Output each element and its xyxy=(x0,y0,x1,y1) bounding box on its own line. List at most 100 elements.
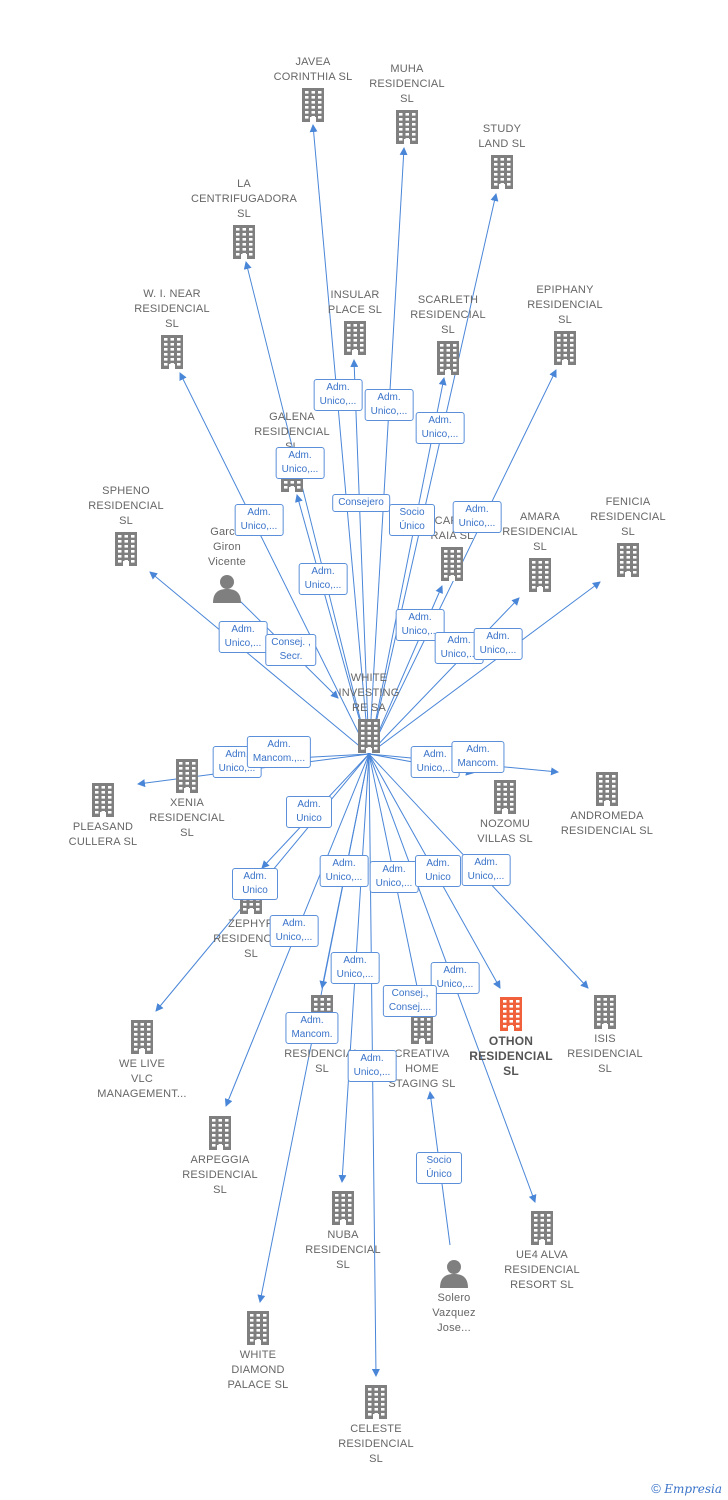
copyright-symbol: © xyxy=(651,1481,661,1496)
building-icon xyxy=(247,1311,269,1345)
edge-role-label[interactable]: Adm. Unico xyxy=(286,796,332,828)
edge-white_investing-to-muha xyxy=(368,147,408,755)
node-label: INSULAR PLACE SL xyxy=(327,289,383,316)
edge-role-label[interactable]: Adm. Unico,... xyxy=(234,504,284,536)
edge-role-label[interactable]: Consej. , Secr. xyxy=(265,634,317,666)
node-centrifugadora[interactable]: LA CENTRIFUGADORA SL xyxy=(189,177,299,259)
edge-white_investing-to-centrifugadora xyxy=(243,261,370,755)
edge-white_investing-to-fenicia xyxy=(368,581,601,755)
building-icon xyxy=(396,110,418,144)
node-white-investing[interactable]: WHITE INVESTING RE SA xyxy=(314,671,424,753)
edge-role-label[interactable]: Adm. Unico,... xyxy=(473,628,523,660)
node-arpeggia[interactable]: ARPEGGIA RESIDENCIAL SL xyxy=(165,1116,275,1198)
building-icon xyxy=(529,558,551,592)
node-fenicia[interactable]: FENICIA RESIDENCIAL SL xyxy=(573,495,683,577)
node-xenia[interactable]: XENIA RESIDENCIAL SL xyxy=(132,759,242,841)
node-nuba[interactable]: NUBA RESIDENCIAL SL xyxy=(288,1191,398,1273)
edge-role-label[interactable]: Adm. Unico,... xyxy=(364,389,414,421)
edge-role-label[interactable]: Socio Único xyxy=(416,1152,462,1184)
edge-role-label[interactable]: Adm. Mancom. xyxy=(451,741,505,773)
node-wi-near[interactable]: W. I. NEAR RESIDENCIAL SL xyxy=(117,287,227,369)
node-label: NUBA RESIDENCIAL SL xyxy=(305,1229,381,1271)
node-label: MUHA RESIDENCIAL SL xyxy=(369,63,445,105)
building-icon xyxy=(617,543,639,577)
node-label: ARPEGGIA RESIDENCIAL SL xyxy=(182,1154,258,1196)
edge-role-label[interactable]: Adm. Unico,... xyxy=(347,1050,397,1082)
node-label: ISIS RESIDENCIAL SL xyxy=(567,1033,643,1075)
edge-role-label[interactable]: Adm. Unico,... xyxy=(452,501,502,533)
node-celeste[interactable]: CELESTE RESIDENCIAL SL xyxy=(321,1385,431,1467)
edge-role-label[interactable]: Adm. Mancom. xyxy=(285,1012,339,1044)
node-label: Solero Vazquez Jose... xyxy=(432,1292,476,1334)
node-isis[interactable]: ISIS RESIDENCIAL SL xyxy=(550,995,660,1077)
edge-white_investing-to-amara xyxy=(368,597,520,755)
watermark: © Empresia xyxy=(651,1481,722,1496)
brand-name: Empresia xyxy=(664,1482,722,1496)
node-label: SCARLETH RESIDENCIAL SL xyxy=(410,294,486,336)
node-label: CREATIVA HOME STAGING SL xyxy=(388,1048,456,1090)
node-epiphany[interactable]: EPIPHANY RESIDENCIAL SL xyxy=(510,283,620,365)
building-icon xyxy=(92,783,114,817)
building-icon xyxy=(302,88,324,122)
node-amara[interactable]: AMARA RESIDENCIAL SL xyxy=(485,510,595,592)
node-label: EPIPHANY RESIDENCIAL SL xyxy=(527,284,603,326)
node-pleasand[interactable]: PLEASAND CULLERA SL xyxy=(48,783,158,850)
node-label: XENIA RESIDENCIAL SL xyxy=(149,797,225,839)
node-study[interactable]: STUDY LAND SL xyxy=(447,122,557,189)
building-icon xyxy=(344,321,366,355)
node-label: UE4 ALVA RESIDENCIAL RESORT SL xyxy=(504,1249,580,1291)
node-spheno[interactable]: SPHENO RESIDENCIAL SL xyxy=(71,484,181,566)
edge-role-label[interactable]: Adm. Unico,... xyxy=(410,746,460,778)
node-scaraia[interactable]: SCARAIA RAIA SL xyxy=(397,514,507,581)
edge-role-label[interactable]: Adm. Unico,... xyxy=(430,962,480,994)
node-label: STUDY LAND SL xyxy=(478,123,526,150)
node-muha[interactable]: MUHA RESIDENCIAL SL xyxy=(352,62,462,144)
node-creativa[interactable]: CREATIVA HOME STAGING SL xyxy=(367,1010,477,1092)
node-nozomu[interactable]: NOZOMU VILLAS SL xyxy=(450,780,560,847)
edge-role-label[interactable]: Adm. Unico,... xyxy=(275,447,325,479)
edge-role-label[interactable]: Adm. Mancom.,... xyxy=(246,736,312,768)
node-label: OTHON RESIDENCIAL SL xyxy=(469,1034,553,1078)
node-label: LA CENTRIFUGADORA SL xyxy=(190,178,298,220)
building-icon xyxy=(131,1020,153,1054)
edge-role-label[interactable]: Adm. Unico,... xyxy=(313,379,363,411)
edge-role-label[interactable]: Socio Único xyxy=(389,504,435,536)
node-solero[interactable]: Solero Vazquez Jose... xyxy=(399,1258,509,1336)
node-javea[interactable]: JAVEA CORINTHIA SL xyxy=(258,55,368,122)
edge-role-label[interactable]: Adm. Unico,... xyxy=(298,563,348,595)
edge-role-label[interactable]: Adm. Unico,... xyxy=(319,855,369,887)
node-label: FENICIA RESIDENCIAL SL xyxy=(590,496,666,538)
edge-role-label[interactable]: Adm. Unico,... xyxy=(369,861,419,893)
edge-role-label[interactable]: Consejero xyxy=(332,494,390,512)
edge-role-label[interactable]: Adm. Unico,... xyxy=(218,621,268,653)
building-icon xyxy=(441,547,463,581)
node-andromeda[interactable]: ANDROMEDA RESIDENCIAL SL xyxy=(552,772,662,839)
building-icon xyxy=(491,155,513,189)
node-insular[interactable]: INSULAR PLACE SL xyxy=(300,288,410,355)
building-icon xyxy=(494,780,516,814)
node-white-diamond[interactable]: WHITE DIAMOND PALACE SL xyxy=(203,1311,313,1393)
node-label: SPHENO RESIDENCIAL SL xyxy=(88,485,164,527)
building-icon xyxy=(332,1191,354,1225)
node-ue4-alva[interactable]: UE4 ALVA RESIDENCIAL RESORT SL xyxy=(487,1211,597,1293)
node-othon[interactable]: OTHON RESIDENCIAL SL xyxy=(456,997,566,1079)
building-icon xyxy=(161,335,183,369)
edge-role-label[interactable]: Adm. Unico,... xyxy=(269,915,319,947)
edge-role-label[interactable]: Adm. Unico,... xyxy=(330,952,380,984)
building-icon xyxy=(500,997,522,1031)
building-icon xyxy=(176,759,198,793)
node-garcia[interactable]: Garcia Giron Vicente xyxy=(172,525,282,603)
node-label: W. I. NEAR RESIDENCIAL SL xyxy=(134,288,210,330)
edge-role-label[interactable]: Adm. Unico,... xyxy=(415,412,465,444)
edge-role-label[interactable]: Adm. Unico xyxy=(232,868,278,900)
edge-role-label[interactable]: Consej., Consej.... xyxy=(382,985,438,1017)
edge-role-label[interactable]: Adm. Unico xyxy=(415,855,461,887)
edge-role-label[interactable]: Adm. Unico,... xyxy=(461,854,511,886)
building-icon xyxy=(365,1385,387,1419)
building-icon xyxy=(209,1116,231,1150)
edge-white_investing-to-insular xyxy=(350,359,370,755)
node-scarleth[interactable]: SCARLETH RESIDENCIAL SL xyxy=(393,293,503,375)
edge-white_investing-to-javea xyxy=(309,124,370,755)
node-we-live[interactable]: WE LIVE VLC MANAGEMENT... xyxy=(87,1020,197,1102)
